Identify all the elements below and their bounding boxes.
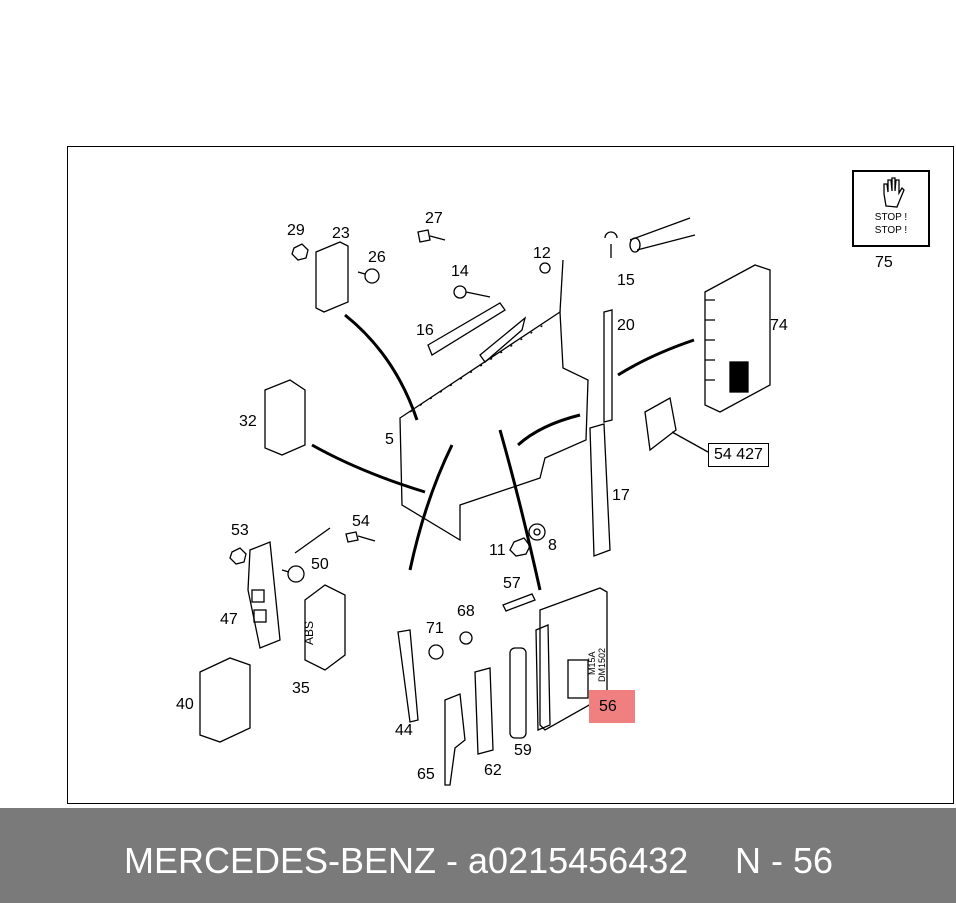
label-part-75: 75	[875, 254, 893, 271]
label-part-12: 12	[533, 245, 551, 262]
label-part-11: 11	[489, 542, 506, 559]
part-23-holder	[315, 241, 349, 313]
label-part-54427-boxed: 54 427	[708, 443, 769, 467]
label-part-50: 50	[311, 556, 329, 573]
label-part-47: 47	[220, 611, 238, 628]
label-part-8: 8	[548, 537, 557, 554]
footer-bar: MERCEDES-BENZ - a0215456432 N - 56	[0, 808, 956, 903]
label-part-74: 74	[770, 317, 788, 334]
part-40-box	[199, 657, 251, 743]
part-17-rail	[589, 423, 611, 557]
label-part-16: 16	[416, 322, 434, 339]
part-74-control-unit	[704, 264, 771, 413]
part-54427-connector	[644, 396, 677, 452]
part-32-relay	[264, 379, 306, 456]
part-16-bracket	[427, 302, 506, 356]
mounting-plate	[399, 310, 589, 542]
footer-page-ref: N - 56	[735, 840, 834, 881]
label-part-71: 71	[426, 620, 444, 637]
abs-module-text: ABS	[302, 620, 316, 645]
stop-text-2: STOP !	[874, 225, 908, 236]
label-part-23: 23	[332, 225, 350, 242]
ecu-text-1: M15A	[587, 651, 597, 675]
label-part-32: 32	[239, 413, 257, 430]
hand-icon	[883, 177, 905, 208]
part-20-rail	[603, 309, 613, 423]
label-part-14: 14	[451, 263, 469, 280]
label-part-68: 68	[457, 603, 475, 620]
label-part-5: 5	[385, 431, 394, 448]
stop-text-1: STOP !	[874, 212, 908, 223]
label-part-54: 54	[352, 513, 370, 530]
highlighted-part-56: 56	[589, 690, 635, 723]
part-15-hose	[629, 217, 696, 251]
label-part-17: 17	[612, 487, 630, 504]
label-part-35: 35	[292, 680, 310, 697]
highlighted-part-label: 56	[599, 698, 617, 715]
ecu-text-2: DM1502	[597, 647, 607, 682]
label-part-27: 27	[425, 210, 443, 227]
label-part-40: 40	[176, 696, 194, 713]
label-part-59: 59	[514, 742, 532, 759]
label-part-62: 62	[484, 762, 502, 779]
part-35-abs-module	[304, 584, 346, 671]
label-part-53: 53	[231, 522, 249, 539]
label-part-15: 15	[617, 272, 635, 289]
stop-sign-part-75: STOP ! STOP !	[852, 170, 930, 247]
label-part-29: 29	[287, 222, 305, 239]
label-part-26: 26	[368, 249, 386, 266]
label-part-65: 65	[417, 766, 435, 783]
label-part-44: 44	[395, 722, 413, 739]
part-47-bracket	[247, 541, 281, 649]
label-part-57: 57	[503, 575, 521, 592]
footer-brand-part-number: MERCEDES-BENZ - a0215456432	[124, 840, 689, 881]
label-part-20: 20	[617, 317, 635, 334]
